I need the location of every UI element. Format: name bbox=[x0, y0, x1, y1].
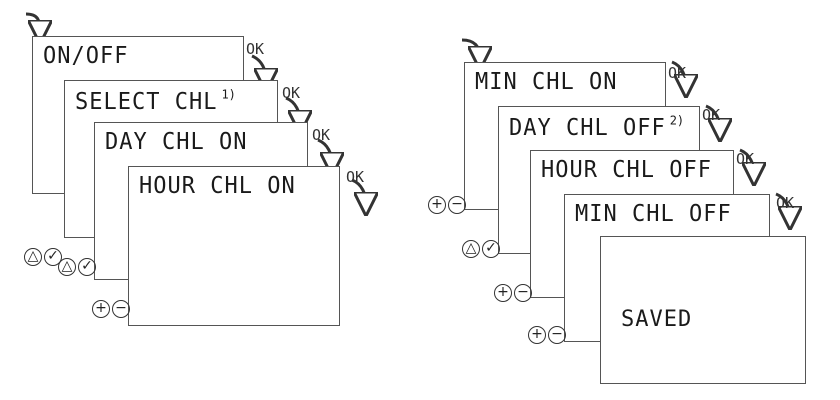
check-button[interactable]: ✓ bbox=[44, 248, 62, 266]
lcd-text: DAY CHL OFF bbox=[509, 115, 666, 142]
ok-label: OK bbox=[736, 150, 755, 168]
button-row-plus-minus: + − bbox=[528, 326, 566, 344]
button-row-plus-minus: + − bbox=[92, 300, 130, 318]
button-row-plus-minus: + − bbox=[494, 284, 532, 302]
minus-button[interactable]: − bbox=[112, 300, 130, 318]
ok-label: OK bbox=[246, 40, 265, 58]
plus-button[interactable]: + bbox=[92, 300, 110, 318]
up-button[interactable]: △ bbox=[58, 258, 76, 276]
ok-label: OK bbox=[282, 84, 301, 102]
ok-arrow-left-1 bbox=[251, 54, 266, 80]
minus-button[interactable]: − bbox=[514, 284, 532, 302]
minus-button[interactable]: − bbox=[448, 196, 466, 214]
button-row-up-check: △ ✓ bbox=[462, 240, 500, 258]
footnote-marker: 2) bbox=[669, 113, 685, 128]
entry-arrow-right bbox=[461, 38, 480, 58]
plus-button[interactable]: + bbox=[494, 284, 512, 302]
button-row-up-check: △ ✓ bbox=[58, 258, 96, 276]
saved-text: SAVED bbox=[621, 307, 693, 332]
ok-arrow-right-3 bbox=[739, 148, 754, 174]
ok-arrow-left-3 bbox=[317, 138, 332, 164]
plus-button[interactable]: + bbox=[528, 326, 546, 344]
lcd-text: SELECT CHL bbox=[75, 89, 218, 116]
button-row-up-check: △ ✓ bbox=[24, 248, 62, 266]
screen-saved: SAVED bbox=[600, 236, 806, 384]
ok-label: OK bbox=[312, 126, 331, 144]
ok-label: OK bbox=[346, 168, 365, 186]
button-row-plus-minus: + − bbox=[428, 196, 466, 214]
up-button[interactable]: △ bbox=[462, 240, 480, 258]
up-button[interactable]: △ bbox=[24, 248, 42, 266]
lcd-text: HOUR CHL ON bbox=[139, 173, 296, 200]
ok-arrow-left-4 bbox=[351, 178, 366, 204]
lcd-text: MIN CHL OFF bbox=[575, 201, 732, 228]
ok-arrow-left-2 bbox=[285, 96, 300, 122]
footnote-marker: 1) bbox=[221, 87, 236, 102]
ok-arrow-right-4 bbox=[775, 192, 790, 218]
screen-hour-chl-on: HOUR CHL ON bbox=[128, 166, 340, 326]
plus-button[interactable]: + bbox=[428, 196, 446, 214]
lcd-text: MIN CHL ON bbox=[475, 69, 618, 96]
lcd-text: DAY CHL ON bbox=[105, 129, 248, 156]
ok-label: OK bbox=[776, 194, 795, 212]
check-button[interactable]: ✓ bbox=[482, 240, 500, 258]
check-button[interactable]: ✓ bbox=[78, 258, 96, 276]
ok-arrow-right-2 bbox=[705, 104, 720, 130]
ok-label: OK bbox=[668, 64, 687, 82]
ok-label: OK bbox=[702, 106, 721, 124]
ok-arrow-right-1 bbox=[671, 60, 686, 86]
entry-arrow-left bbox=[25, 12, 40, 32]
lcd-text: ON/OFF bbox=[43, 43, 129, 70]
minus-button[interactable]: − bbox=[548, 326, 566, 344]
lcd-text: HOUR CHL OFF bbox=[541, 157, 712, 184]
